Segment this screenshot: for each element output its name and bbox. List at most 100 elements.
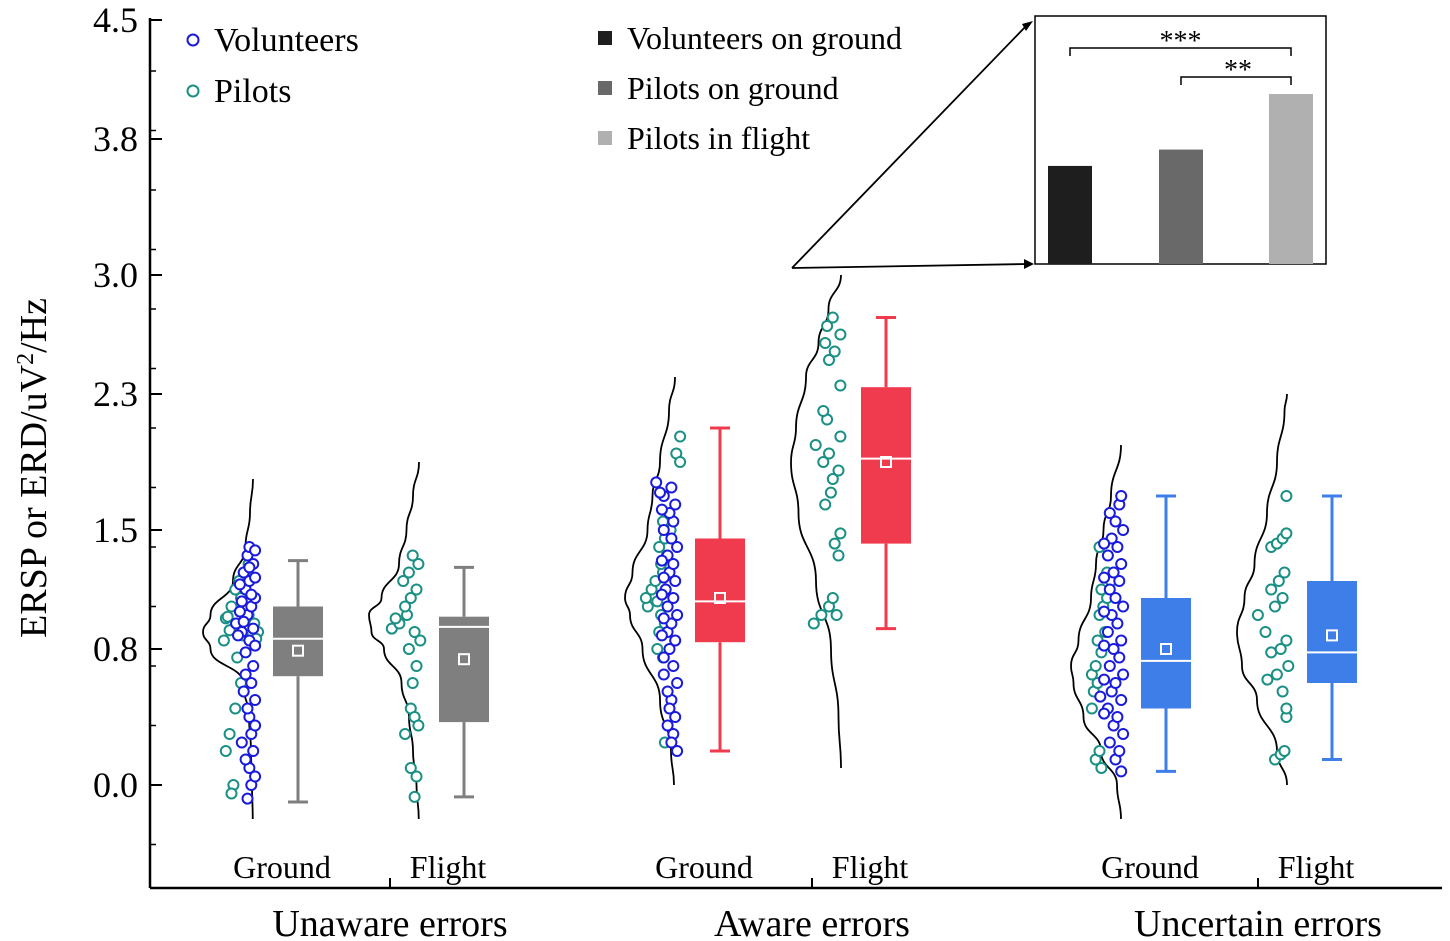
pilot-point	[826, 592, 839, 604]
volunteer-point	[1113, 745, 1126, 757]
legend-marker	[186, 84, 200, 98]
volunteer-point	[247, 622, 260, 635]
pilot-point	[1269, 600, 1281, 613]
pilot-point	[1261, 673, 1274, 686]
volunteer-point	[249, 639, 262, 652]
legend-swatch	[598, 81, 612, 95]
condition-label: Ground	[1101, 849, 1199, 885]
volunteer-point	[1101, 626, 1114, 638]
volunteer-point	[667, 558, 680, 570]
group-label: Aware errors	[714, 903, 910, 941]
pilot-point	[1095, 762, 1108, 774]
pilot-point	[412, 719, 425, 732]
density-curve	[790, 274, 842, 769]
pilot-point	[1251, 609, 1264, 621]
pilot-point	[1093, 745, 1106, 757]
legend-item-pilots: Pilots	[186, 73, 291, 110]
volunteer-point	[239, 753, 252, 766]
volunteer-point	[245, 677, 258, 689]
pilot-point	[817, 405, 830, 417]
pilot-point	[1085, 702, 1098, 715]
volunteer-point	[237, 615, 250, 628]
volunteer-point	[237, 685, 250, 698]
pilot-point	[225, 787, 238, 800]
volunteer-point	[249, 770, 262, 783]
pilot-point	[815, 609, 828, 621]
volunteer-point	[235, 595, 248, 608]
volunteer-point	[655, 588, 668, 601]
pilot-point	[397, 575, 410, 587]
condition-flight: Flight	[1236, 393, 1357, 885]
volunteer-point	[671, 745, 684, 757]
mean-marker	[1160, 643, 1172, 655]
volunteer-point	[247, 745, 260, 757]
pilot-point	[821, 320, 834, 332]
legend-item: Volunteers on ground	[598, 20, 902, 56]
pilot-point	[1276, 685, 1289, 698]
pilot-point	[823, 447, 835, 460]
y-tick-label: 0.0	[93, 765, 138, 805]
box	[1307, 581, 1357, 683]
legend-label: Pilots	[214, 73, 291, 110]
y-tick-label: 3.8	[93, 119, 138, 159]
volunteer-point	[655, 554, 668, 567]
volunteer-point	[1098, 605, 1111, 618]
pilot-point	[826, 311, 839, 324]
significance-label: ***	[1160, 26, 1202, 57]
volunteer-point	[233, 578, 246, 591]
pilot-point	[1265, 646, 1278, 659]
pilot-point	[819, 337, 832, 349]
volunteer-point	[1115, 558, 1128, 570]
volunteer-point	[1117, 668, 1130, 681]
mean-marker	[1326, 629, 1338, 642]
volunteer-point	[669, 498, 682, 511]
zoom-line-bottom	[791, 263, 1029, 269]
pilot-point	[1282, 660, 1295, 672]
volunteer-point	[1111, 711, 1124, 723]
volunteer-point	[245, 588, 258, 601]
volunteer-point	[663, 702, 676, 715]
legend-label: Volunteers	[214, 22, 359, 59]
volunteer-point	[669, 634, 682, 647]
box	[695, 538, 745, 643]
condition-label: Flight	[1278, 849, 1355, 885]
volunteer-point	[241, 702, 254, 715]
pilot-point	[674, 456, 687, 468]
pilot-point	[399, 600, 412, 613]
volunteer-point	[663, 643, 676, 655]
legend-item-volunteers: Volunteers	[186, 22, 359, 59]
pilot-point	[651, 643, 664, 655]
legend-swatch	[598, 131, 612, 145]
significance-bracket	[1069, 47, 1292, 56]
pilot-point	[408, 790, 421, 803]
inset-bar	[1269, 94, 1313, 264]
pilot-point	[817, 456, 830, 468]
pilot-point	[834, 527, 847, 540]
volunteer-point	[1098, 673, 1111, 686]
condition-ground: Ground	[624, 376, 753, 885]
pilot-point	[406, 549, 419, 562]
pilot-point	[828, 345, 841, 358]
pilot-point	[834, 328, 847, 341]
pilot-point	[404, 592, 417, 604]
volunteer-point	[667, 592, 680, 604]
volunteer-point	[661, 600, 674, 613]
significance-label: **	[1224, 55, 1252, 86]
volunteer-point	[1113, 651, 1126, 664]
volunteer-point	[657, 571, 670, 584]
volunteer-point	[669, 711, 682, 723]
pilot-point	[1280, 702, 1293, 715]
y-tick-label: 4.5	[93, 0, 138, 40]
pilot-point	[410, 770, 423, 783]
inset-bar	[1159, 149, 1203, 264]
group-label: Unaware errors	[272, 903, 507, 941]
y-axis-label: ERSP or ERD/uV2/Hz	[13, 298, 55, 638]
pilot-point	[1274, 643, 1287, 655]
pilot-point	[1278, 566, 1291, 579]
volunteer-point	[1098, 707, 1111, 720]
pilot-point	[219, 745, 232, 757]
legend-label: Pilots in flight	[627, 120, 810, 156]
condition-ground: Ground	[202, 478, 331, 885]
mean-marker	[292, 644, 304, 657]
